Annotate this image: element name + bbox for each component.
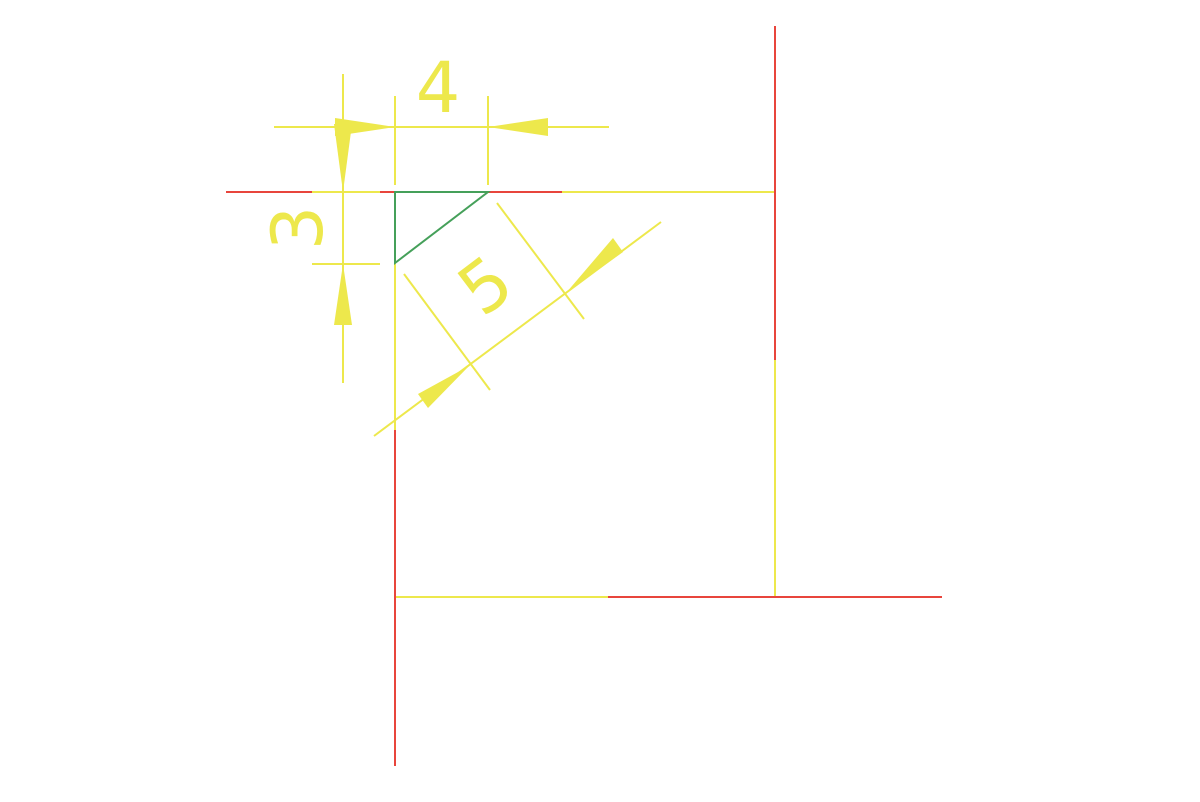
green-triangle: [394, 191, 491, 266]
dim-h-label: 4: [416, 47, 461, 129]
dim-v-label: 3: [257, 206, 339, 251]
dim-h-arrow-right: [488, 118, 548, 136]
dim-v-arrow-bottom: [334, 264, 352, 325]
dim-v-arrow-top: [334, 124, 352, 192]
dim-d-arrow-upper: [566, 238, 623, 293]
dim-d-extension-upper: [496, 202, 585, 320]
dim-d-extension-lower: [403, 273, 491, 391]
dim-v-arrows: [334, 124, 352, 325]
red-lines: [226, 26, 942, 766]
dim-d-label: 5: [443, 240, 528, 332]
dim-d-arrows: [418, 238, 623, 408]
dimension-horizontal: [274, 96, 609, 185]
dimension-hypotenuse: [373, 202, 662, 437]
dim-d-arrow-lower: [418, 366, 469, 408]
